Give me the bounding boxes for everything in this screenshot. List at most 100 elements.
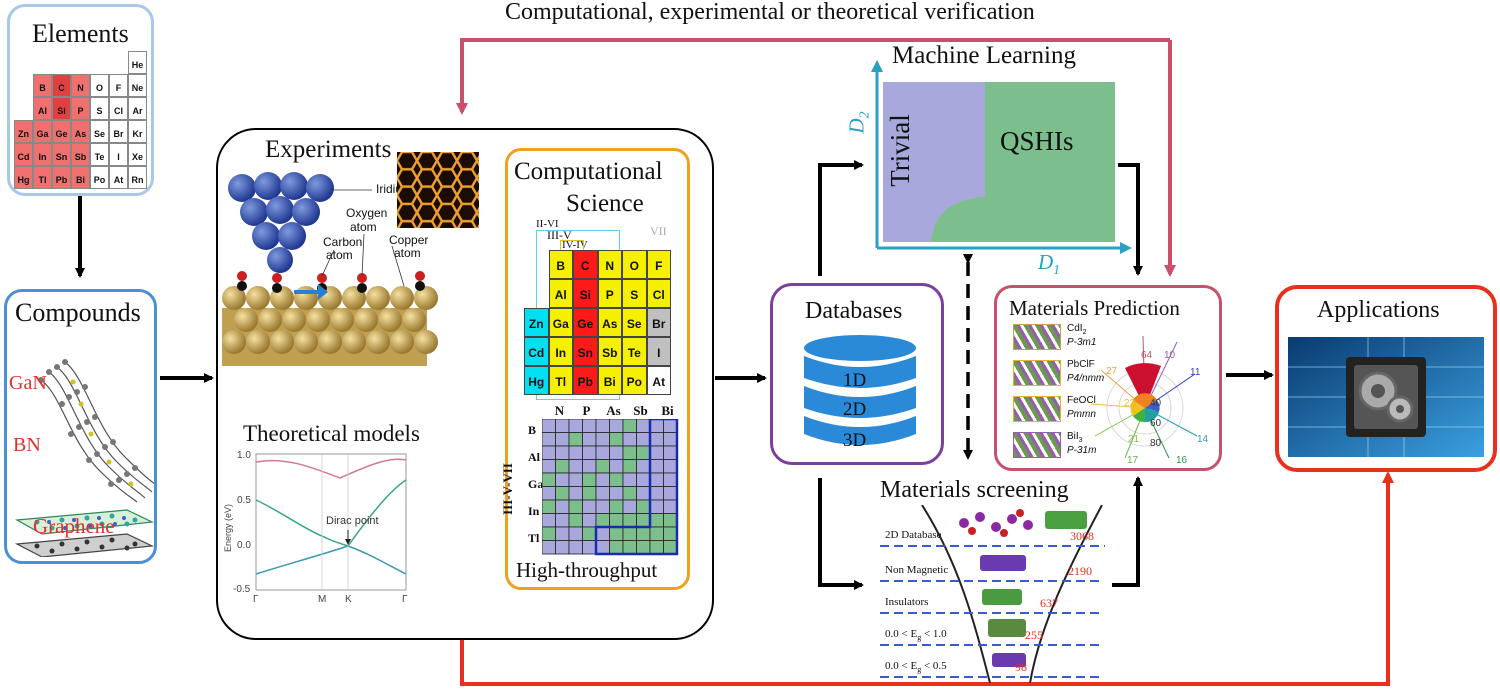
screening-level-count: 3068 [1070,529,1094,543]
element-cell: Sb [71,143,90,166]
ht-grid-cell [568,526,583,541]
ht-grid-cell [622,419,637,433]
ht-grid-cell [622,432,637,447]
ht-grid-cell [663,486,678,501]
ht-grid-cell [595,432,610,447]
theoretical-models-title: Theoretical models [243,421,420,446]
arrow-screening-to-prediction [1112,476,1143,587]
databases-title: Databases [805,298,903,324]
comp-element-cell: Se [622,308,647,337]
ht-grid-cell [636,419,651,433]
ht-grid-cell [555,445,570,460]
applications-title: Applications [1317,297,1440,323]
ml-x-axis-label: D1 [1038,250,1060,279]
ht-grid-cell [609,499,624,514]
ht-grid-cell [609,472,624,487]
comp-element-cell: S [622,279,647,308]
ht-grid-cell [636,513,651,528]
comp-element-cell: At [646,366,671,395]
afm-illustration [222,172,438,366]
ht-grid-cell [622,526,637,541]
ml-axes [871,60,1132,254]
element-cell: I [109,143,128,166]
ht-grid-cell [649,472,664,487]
group-label-vii: VII [650,224,667,238]
ht-grid-cell [582,499,597,514]
ht-grid-cell [595,445,610,460]
ht-grid-cell [542,419,556,433]
comp-element-cell: Hg [524,366,549,395]
ht-grid-cell [622,499,637,514]
ht-grid-cell [622,486,637,501]
ht-col-label: Sb [633,403,648,418]
ht-grid-cell [595,486,610,501]
ht-grid-cell [663,419,678,433]
radar-number: 21 [1128,434,1140,445]
comp-element-cell: Br [646,308,671,337]
ht-grid-cell [636,499,651,514]
screening-level-sub: g [917,633,922,643]
ht-grid-cell [649,499,664,514]
element-cell: At [109,166,128,189]
applications-box: Applications [1275,285,1497,472]
material-formula-name: CdI [1067,323,1083,334]
element-cell: Al [33,97,52,120]
ht-grid-cell [622,472,637,487]
ht-grid-cell [649,526,664,541]
ht-grid-cell [555,540,570,555]
element-cell: Sn [52,143,71,166]
ht-grid-cell [542,486,556,501]
comp-element-cell: Zn [524,308,549,337]
comp-element-cell: O [622,250,647,279]
element-cell: F [109,74,128,97]
ht-grid-cell [609,513,624,528]
material-formula-sub: 3 [1078,437,1083,444]
element-cell: C [52,74,71,97]
comp-element-cell: Ge [573,308,598,337]
element-cell: Po [90,166,109,189]
ht-grid-cell [568,486,583,501]
screening-level-text: Non Magnetic [885,564,949,576]
comp-element-cell: Sb [597,337,622,366]
material-structure-thumb [1013,324,1061,350]
group-outline-iv-iv [560,240,584,252]
compounds-structures [14,359,154,557]
element-cell: In [33,143,52,166]
ht-grid-cell [568,499,583,514]
arrow-ml-to-prediction [1118,163,1143,276]
ht-grid-cell [542,445,556,460]
ht-grid-cell [555,486,570,501]
band-ytick-2: 0.5 [237,495,251,506]
ht-grid-cell [649,459,664,474]
element-cell: Si [52,97,71,120]
ht-grid-cell [649,419,664,433]
band-ytick-1: 1.0 [237,450,251,461]
comp-element-cell: Cl [646,279,671,308]
screening-level-text: 2D Database [885,529,942,541]
database-layer-3d: 3D [843,430,867,451]
radar-number: 27 [1106,366,1118,377]
ht-grid-cell [609,459,624,474]
ht-grid-cell [582,432,597,447]
ht-grid-cell [568,540,583,555]
band-structure-plot [255,453,407,591]
material-formula: CdI2 [1067,323,1086,336]
ht-grid-cell [542,472,556,487]
ht-grid-cell [568,472,583,487]
band-xtick-3: K [345,594,352,605]
ht-grid-cell [622,513,637,528]
computational-title-line2: Science [566,190,644,217]
element-cell: S [90,97,109,120]
comp-element-cell: Ga [548,308,573,337]
ht-col-label: Bi [661,403,674,418]
element-cell: Br [109,120,128,143]
element-cell: O [90,74,109,97]
band-xtick-1: Γ [253,594,259,605]
arrow-databases-to-ml [818,160,864,276]
screening-level-text: 0.0 < E [885,628,918,640]
ml-x-axis-sub: 1 [1053,263,1061,279]
comp-element-cell: P [597,279,622,308]
comp-element-cell: N [597,250,622,279]
afm-label-carbon-atom: atom [326,248,353,262]
